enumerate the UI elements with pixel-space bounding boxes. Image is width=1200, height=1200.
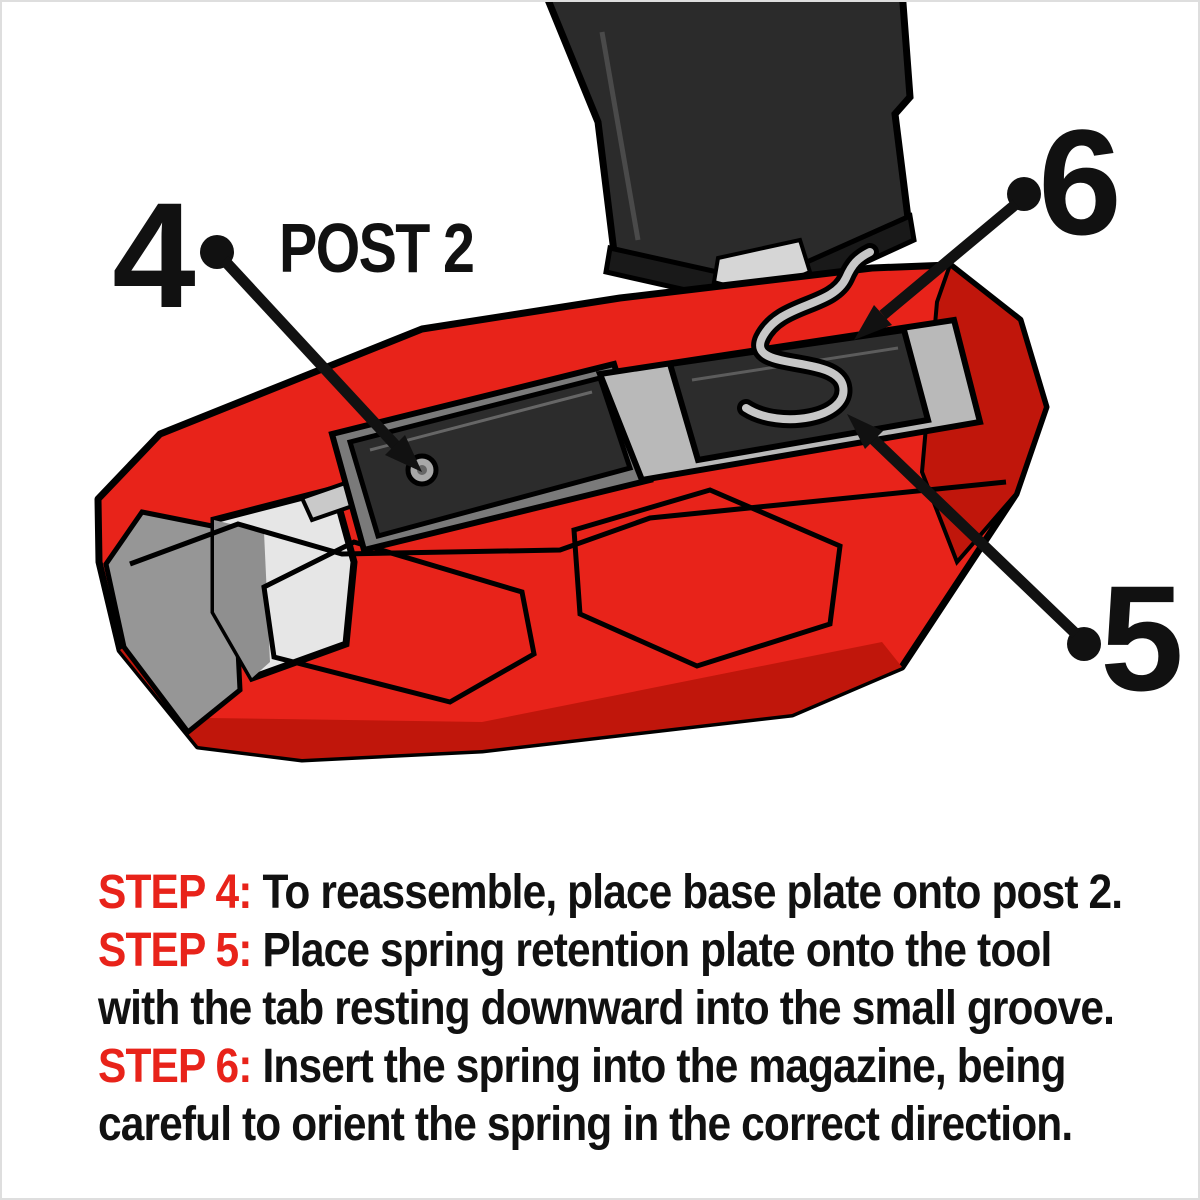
step-label: STEP 4: xyxy=(98,866,252,919)
step-label: STEP 5: xyxy=(98,924,252,977)
callout-4: 4 POST 2 xyxy=(112,171,475,472)
post-2-label: POST 2 xyxy=(279,209,473,288)
tool-bottom-shade xyxy=(120,634,902,759)
callout-6: 6 xyxy=(854,98,1122,340)
top-face-rim xyxy=(129,479,1007,567)
magazine-rib xyxy=(599,31,641,241)
instructions-text: STEP 4: To reassemble, place base plate … xyxy=(98,864,1125,1154)
spring xyxy=(737,243,879,429)
instruction-body-text: To reassemble, place base plate onto pos… xyxy=(251,866,1123,919)
callout-5-arrow xyxy=(847,414,883,449)
base-plate xyxy=(346,375,634,540)
base-plate-recess xyxy=(328,360,654,554)
instructions-wrap: STEP 4: To reassemble, place base plate … xyxy=(2,802,1198,1154)
instruction-body-text: Insert the spring into the magazine, bei… xyxy=(98,1040,1073,1151)
callout-4-arrow xyxy=(385,435,422,472)
step-label: STEP 6: xyxy=(98,1040,252,1093)
callout-6-number: 6 xyxy=(1038,98,1121,266)
callout-6-dot xyxy=(1007,177,1041,211)
callout-5-dot xyxy=(1067,627,1101,661)
magazine xyxy=(545,2,917,311)
callout-4-number: 4 xyxy=(112,171,195,339)
diagram: 4 POST 2 6 5 xyxy=(94,2,1184,763)
callout-4-line xyxy=(219,256,403,452)
front-facet-left xyxy=(261,539,537,705)
callout-5-number: 5 xyxy=(1100,554,1183,722)
callout-5-line xyxy=(870,436,1080,638)
front-facet-right xyxy=(571,487,843,669)
handle-hole-inner-wall xyxy=(214,520,270,678)
callout-6-arrow xyxy=(854,305,892,340)
callout-5: 5 xyxy=(847,414,1184,722)
spring-wire xyxy=(742,248,874,424)
callout-6-line xyxy=(879,199,1020,320)
instruction-body-text: Place spring retention plate onto the to… xyxy=(98,924,1115,1035)
